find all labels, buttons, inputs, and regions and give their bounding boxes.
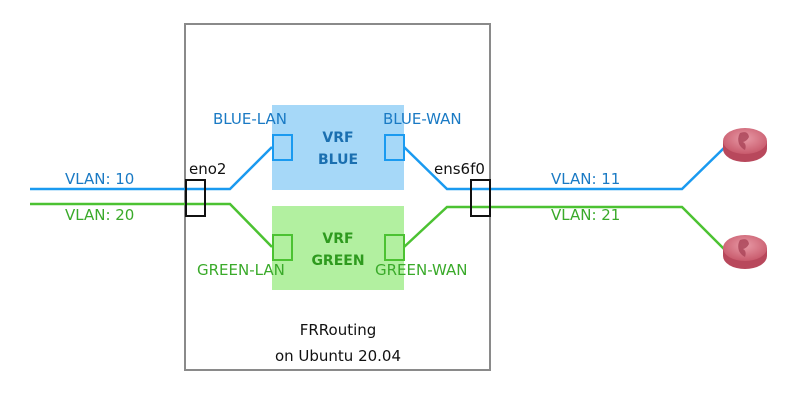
green-link-right (403, 205, 726, 251)
vrf-blue-box (272, 105, 404, 190)
vlan-11-label: VLAN: 11 (551, 170, 621, 188)
blue-link-right (403, 146, 726, 191)
ens6f0-label: ens6f0 (434, 160, 485, 178)
vlan-21-label: VLAN: 21 (551, 206, 621, 224)
blue-wan-port (384, 134, 405, 161)
vrf-green-line1: VRF (322, 231, 354, 247)
vrf-blue-line2: BLUE (317, 152, 359, 168)
host-title-line2: on Ubuntu 20.04 (274, 347, 402, 365)
green-lan-label: GREEN-LAN (197, 261, 285, 279)
green-lan-port (272, 234, 293, 261)
eno2-label: eno2 (189, 160, 227, 178)
vlan-10-label: VLAN: 10 (65, 170, 135, 188)
blue-lan-label: BLUE-LAN (213, 110, 287, 128)
green-wan-label: GREEN-WAN (375, 261, 468, 279)
blue-link-left (30, 146, 273, 191)
host-title: FRRouting on Ubuntu 20.04 (228, 317, 448, 369)
eno2-port (185, 179, 206, 217)
green-wan-port (384, 234, 405, 261)
vrf-green-line2: GREEN (311, 253, 365, 269)
vrf-blue-line1: VRF (322, 130, 354, 146)
router-icon (723, 235, 767, 269)
vrf-green-title: VRF GREEN (300, 228, 376, 272)
host-title-line1: FRRouting (299, 321, 377, 339)
router-icon (723, 128, 767, 162)
ens6f0-port (470, 179, 491, 217)
vlan-20-label: VLAN: 20 (65, 206, 135, 224)
green-link-left (30, 202, 273, 248)
vrf-green-box (272, 206, 404, 290)
blue-wan-label: BLUE-WAN (383, 110, 462, 128)
vrf-blue-title: VRF BLUE (300, 127, 376, 171)
blue-lan-port (272, 134, 293, 161)
